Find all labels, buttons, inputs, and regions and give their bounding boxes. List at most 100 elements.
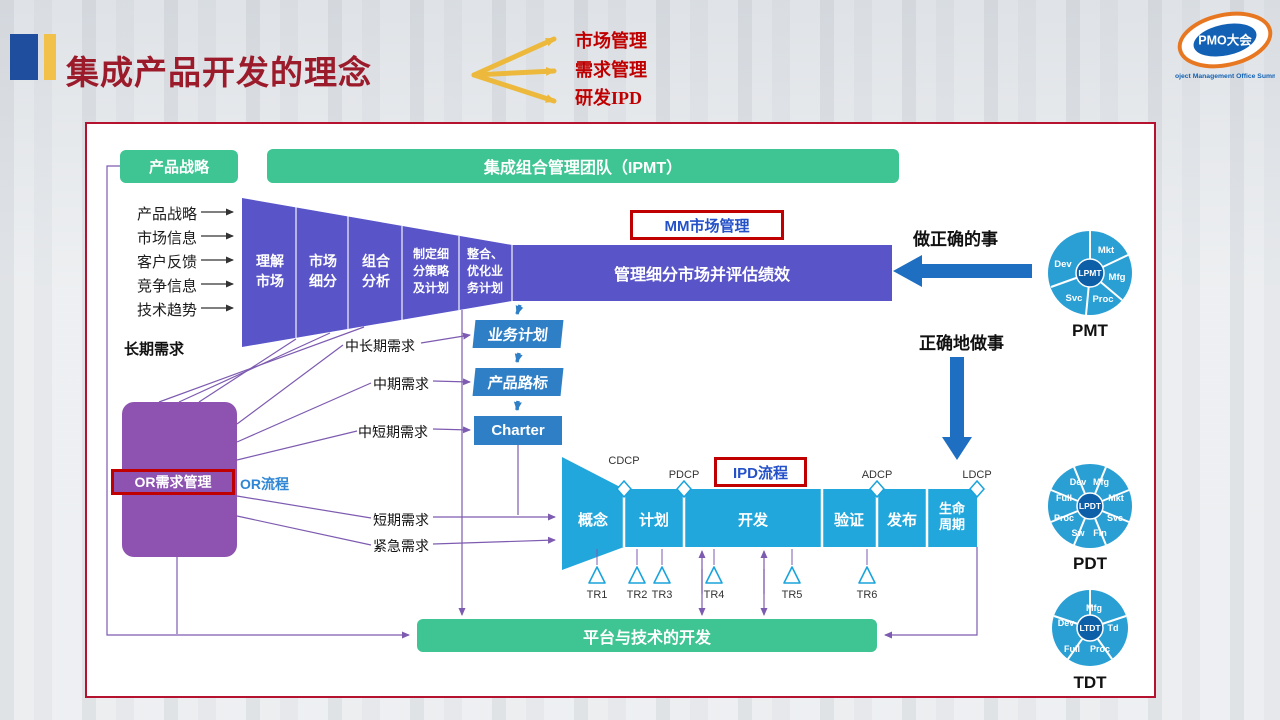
input-tech-trends: 技术趋势 bbox=[136, 302, 197, 319]
product-strategy-box: 产品战略 bbox=[120, 150, 238, 183]
tdt-role-full: Full bbox=[1064, 644, 1080, 654]
pdt-role-proc: Proc bbox=[1054, 513, 1074, 523]
input-customer-feedback: 客户反馈 bbox=[136, 254, 197, 271]
bullet-requirement-mgmt: 需求管理 bbox=[575, 60, 647, 80]
input-market-info: 市场信息 bbox=[136, 230, 197, 247]
ipd-stage-lifecycle: 生命周期 bbox=[938, 501, 965, 532]
fan-arrow-2 bbox=[471, 66, 557, 78]
tdt-team-wheel: Mfg Td Proc Full Dev LTDT TDT bbox=[1052, 590, 1128, 692]
pmt-team-wheel: Mkt Mfg Proc Svc Dev LPMT PMT bbox=[1048, 231, 1132, 340]
pmt-role-dev: Dev bbox=[1054, 259, 1072, 270]
diagram-panel: CDCP PDCP ADCP LDCP TR1 TR2 TR3 TR4 bbox=[85, 122, 1156, 698]
or-process-label: OR流程 bbox=[240, 476, 289, 492]
ipd-process-label: IPD流程 bbox=[714, 457, 807, 487]
pmt-role-proc: Proc bbox=[1092, 294, 1113, 305]
tr-label-5: TR5 bbox=[782, 589, 803, 601]
product-roadmap-box: 产品路标 bbox=[472, 368, 564, 396]
tdt-role-proc: Proc bbox=[1090, 644, 1110, 654]
logo-subtitle-text: Project Management Office Summit bbox=[1175, 73, 1275, 80]
tr-stems bbox=[596, 549, 868, 565]
demand-mid-term: 中期需求 bbox=[373, 376, 429, 392]
demand-urgent: 紧急需求 bbox=[373, 538, 429, 554]
page-title: 集成产品开发的理念 bbox=[66, 54, 372, 91]
mm-market-mgmt-label: MM市场管理 bbox=[630, 210, 784, 240]
ipd-stage-release: 发布 bbox=[886, 512, 917, 529]
pdt-role-sw: Sw bbox=[1071, 528, 1085, 538]
charter-box: Charter bbox=[474, 416, 562, 445]
dcp-labels: CDCP PDCP ADCP LDCP bbox=[608, 455, 991, 481]
do-things-right-label: 正确地做事 bbox=[919, 334, 1004, 353]
fan-arrows bbox=[471, 36, 557, 104]
tdt-leader: LTDT bbox=[1079, 623, 1101, 633]
plan-chain-arrows bbox=[513, 304, 524, 411]
tr-label-4: TR4 bbox=[704, 589, 725, 601]
dcp-label-ldcp: LDCP bbox=[962, 469, 991, 481]
demand-mid-long-term: 中长期需求 bbox=[345, 338, 415, 354]
tr-triangles bbox=[588, 566, 876, 584]
logo-inner-ellipse bbox=[1193, 23, 1257, 57]
long-term-demand-label: 长期需求 bbox=[124, 341, 185, 358]
manage-segment-bar-label: 管理细分市场并评估绩效 bbox=[613, 267, 790, 284]
fan-arrow-1 bbox=[471, 36, 557, 78]
title-accent-blue bbox=[10, 34, 38, 80]
pmt-name: PMT bbox=[1072, 321, 1109, 340]
do-things-right-arrow bbox=[942, 357, 972, 460]
or-requirement-label: OR需求管理 bbox=[111, 469, 235, 495]
input-competition-info: 竞争信息 bbox=[136, 278, 197, 295]
dcp-label-cdcp: CDCP bbox=[608, 455, 639, 467]
tr-label-3: TR3 bbox=[652, 589, 673, 601]
ipd-stage-plan: 计划 bbox=[638, 512, 669, 529]
funnel-stage-integrate-optimize: 整合、优化业务计划 bbox=[466, 247, 503, 295]
ipd-stage-concept: 概念 bbox=[577, 512, 608, 529]
pdt-leader: LPDT bbox=[1079, 501, 1102, 511]
dcp-label-adcp: ADCP bbox=[862, 469, 893, 481]
connector-lines bbox=[106, 165, 978, 639]
tr-label-6: TR6 bbox=[857, 589, 878, 601]
ipd-stage-develop: 开发 bbox=[737, 512, 768, 529]
dcp-diamonds bbox=[616, 479, 985, 499]
logo-brand-text: PMO大会 bbox=[1198, 33, 1252, 48]
pmt-role-mfg: Mfg bbox=[1109, 272, 1126, 283]
tdt-name: TDT bbox=[1073, 673, 1107, 692]
tdt-role-mfg: Mfg bbox=[1086, 603, 1102, 613]
funnel-stage-segment-strategy: 制定细分策略及计划 bbox=[412, 247, 449, 295]
mm-funnel-shape bbox=[242, 198, 892, 347]
dcp-label-pdcp: PDCP bbox=[669, 469, 700, 481]
business-plan-box: 业务计划 bbox=[472, 320, 564, 348]
funnel-stage-understand-market: 理解市场 bbox=[256, 253, 284, 289]
demand-short-term: 短期需求 bbox=[373, 512, 429, 528]
tr-label-1: TR1 bbox=[587, 589, 608, 601]
tr-labels: TR1 TR2 TR3 TR4 TR5 TR6 bbox=[587, 589, 878, 601]
pdt-role-full: Full bbox=[1056, 493, 1072, 503]
pmo-logo: PMO大会 Project Management Office Summit bbox=[1175, 11, 1275, 80]
input-product-strategy: 产品战略 bbox=[136, 206, 197, 223]
funnel-stage-market-segmentation: 市场细分 bbox=[309, 253, 337, 289]
pdt-role-mfg: Mfg bbox=[1093, 477, 1109, 487]
bullet-rnd-ipd: 研发IPD bbox=[575, 88, 642, 108]
pmt-leader: LPMT bbox=[1078, 268, 1102, 278]
do-right-thing-label: 做正确的事 bbox=[913, 230, 998, 249]
ipd-process-shape bbox=[562, 457, 977, 570]
pmt-role-mkt: Mkt bbox=[1098, 245, 1115, 256]
pdt-role-fin: Fin bbox=[1093, 528, 1107, 538]
platform-tech-box: 平台与技术的开发 bbox=[417, 619, 877, 652]
pdt-role-dev: Dev bbox=[1070, 477, 1087, 487]
pdt-role-mkt: Mkt bbox=[1108, 493, 1124, 503]
ipmt-box: 集成组合管理团队（IPMT） bbox=[267, 149, 899, 183]
title-accent-yellow bbox=[44, 34, 56, 80]
demand-mid-short-term: 中短期需求 bbox=[358, 424, 428, 440]
pdt-name: PDT bbox=[1073, 554, 1108, 573]
funnel-stage-portfolio-analysis: 组合分析 bbox=[362, 253, 390, 289]
pdt-team-wheel: Dev Mfg Mkt Svc Fin Sw Proc Full LPDT PD… bbox=[1048, 464, 1132, 573]
bullet-market-mgmt: 市场管理 bbox=[575, 31, 647, 51]
pdt-role-svc: Svc bbox=[1107, 513, 1123, 523]
tdt-role-td: Td bbox=[1108, 623, 1119, 633]
fan-arrow-3 bbox=[471, 72, 557, 104]
pmt-role-svc: Svc bbox=[1066, 293, 1083, 304]
input-arrows bbox=[201, 208, 234, 312]
tr-label-2: TR2 bbox=[627, 589, 648, 601]
do-right-thing-arrow bbox=[893, 255, 1032, 287]
ipd-stage-verify: 验证 bbox=[833, 512, 864, 529]
tdt-role-dev: Dev bbox=[1058, 618, 1075, 628]
